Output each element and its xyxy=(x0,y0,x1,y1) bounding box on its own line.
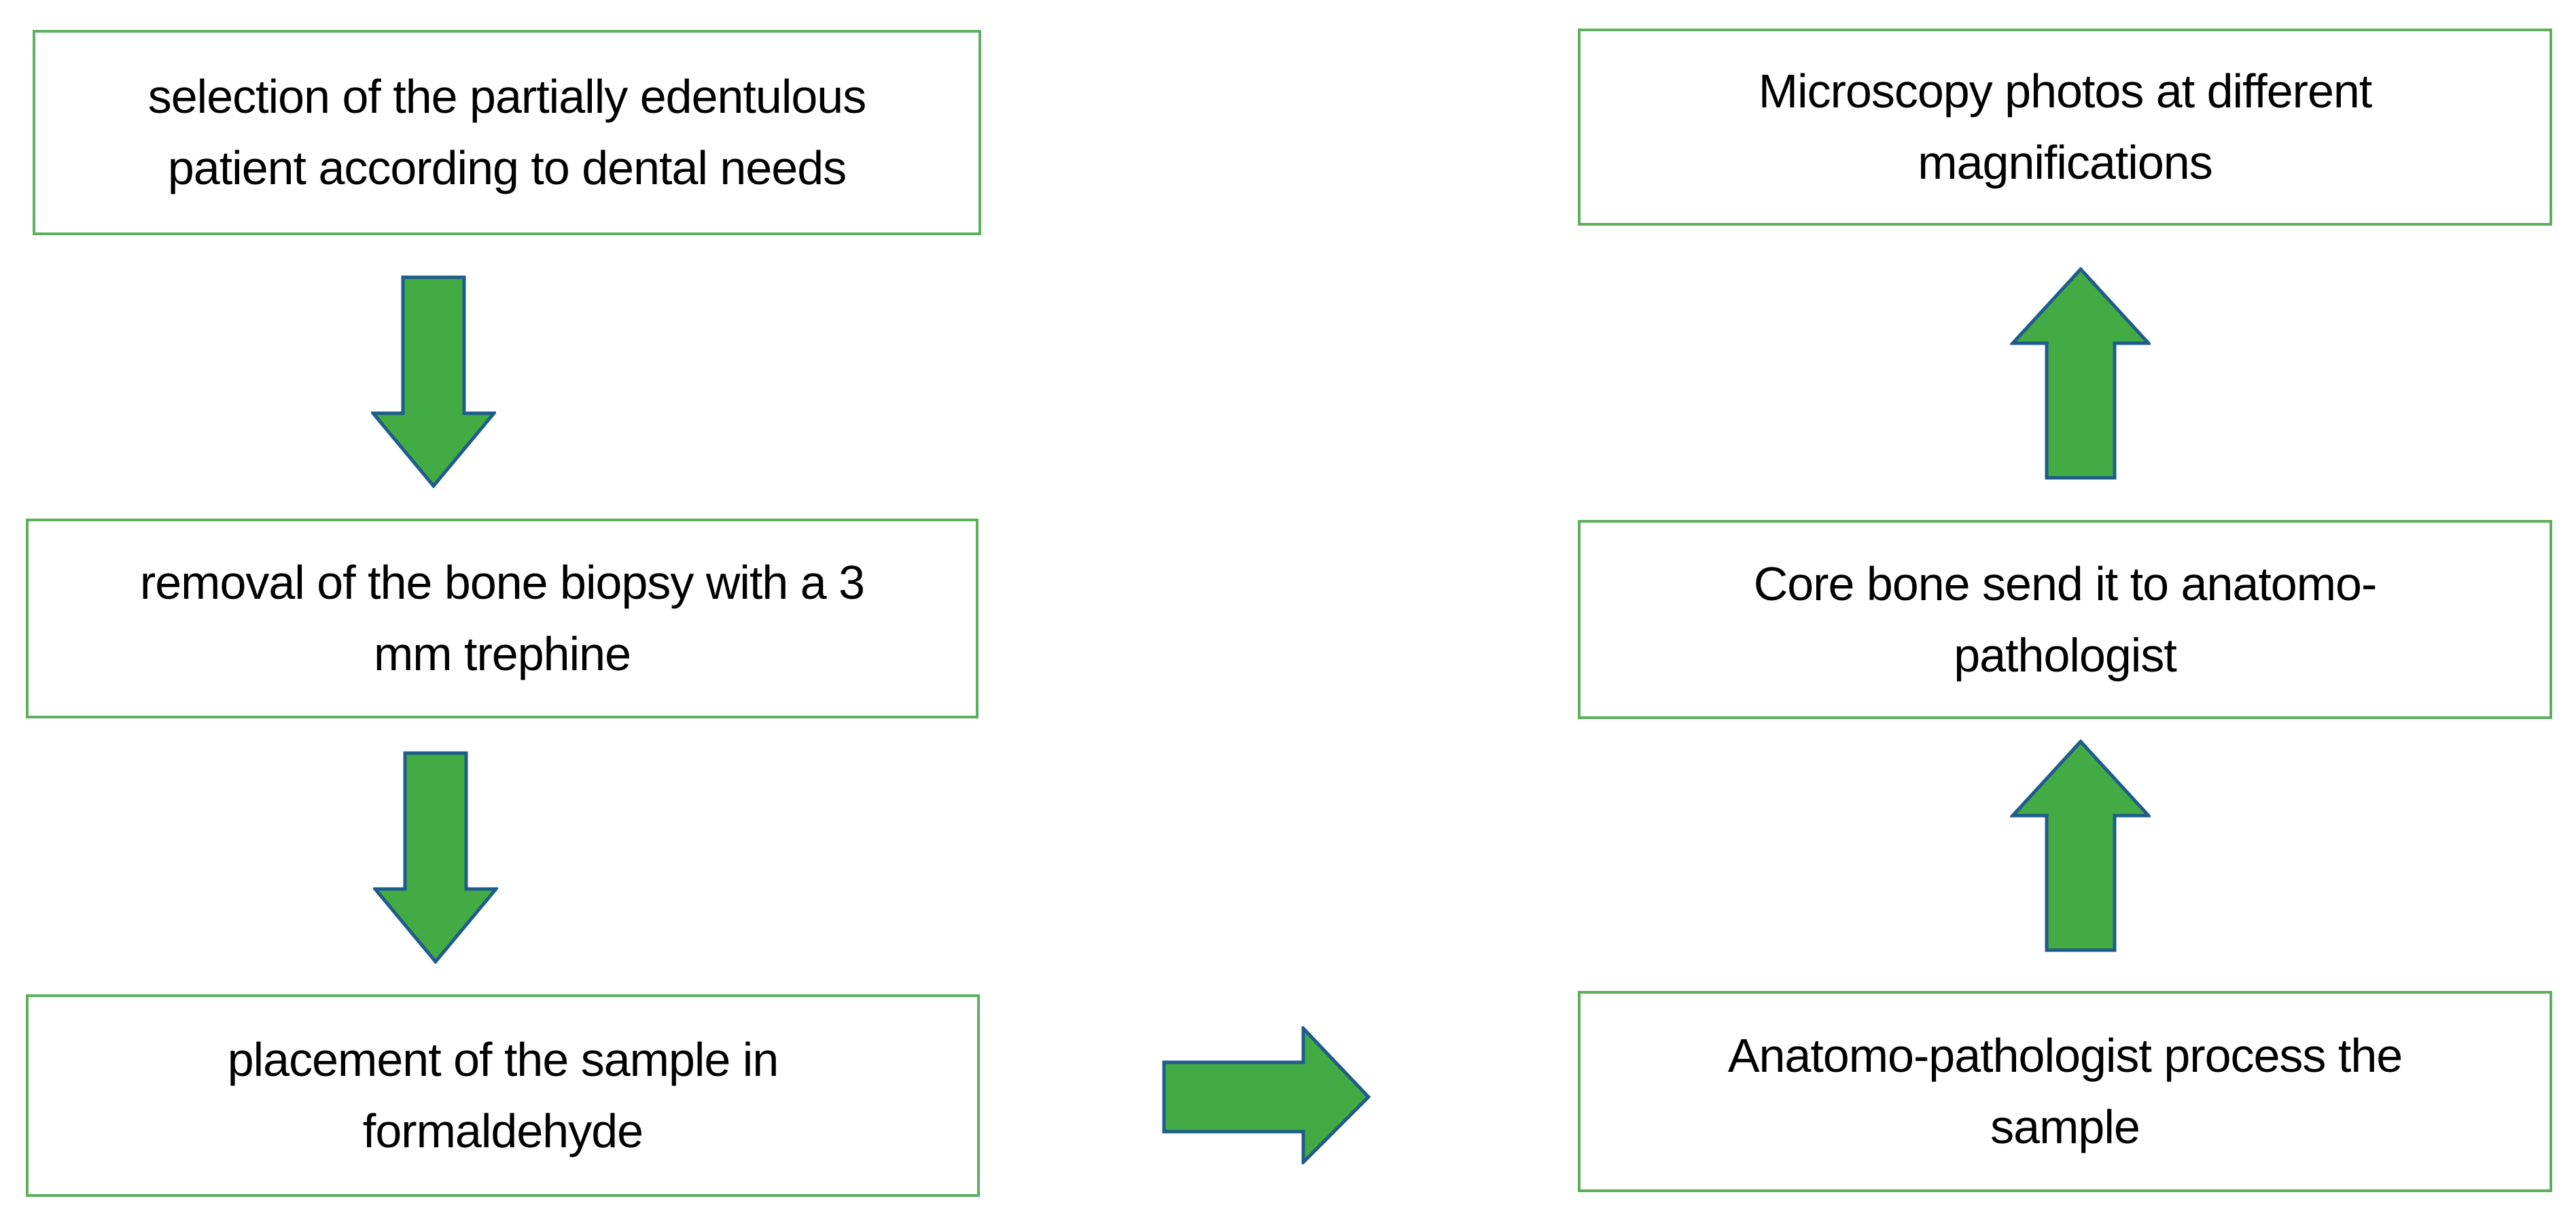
step-box-patient-selection: selection of the partially edentulous pa… xyxy=(33,30,981,235)
up-arrow-icon-2 xyxy=(2010,267,2151,480)
step-box-formaldehyde-placement: placement of the sample in formaldehyde xyxy=(26,994,980,1197)
step-box-pathologist-process: Anatomo-pathologist process the sample xyxy=(1578,991,2552,1192)
down-arrow-icon-1 xyxy=(371,275,496,488)
step-box-microscopy-photos: Microscopy photos at different magnifica… xyxy=(1578,29,2552,226)
step-box-core-bone-send: Core bone send it to anatomo- pathologis… xyxy=(1578,520,2552,719)
step-box-biopsy-removal: removal of the bone biopsy with a 3 mm t… xyxy=(26,519,978,718)
down-arrow-icon-2 xyxy=(373,751,498,964)
right-arrow-icon xyxy=(1162,1026,1371,1164)
up-arrow-icon-1 xyxy=(2010,739,2151,952)
